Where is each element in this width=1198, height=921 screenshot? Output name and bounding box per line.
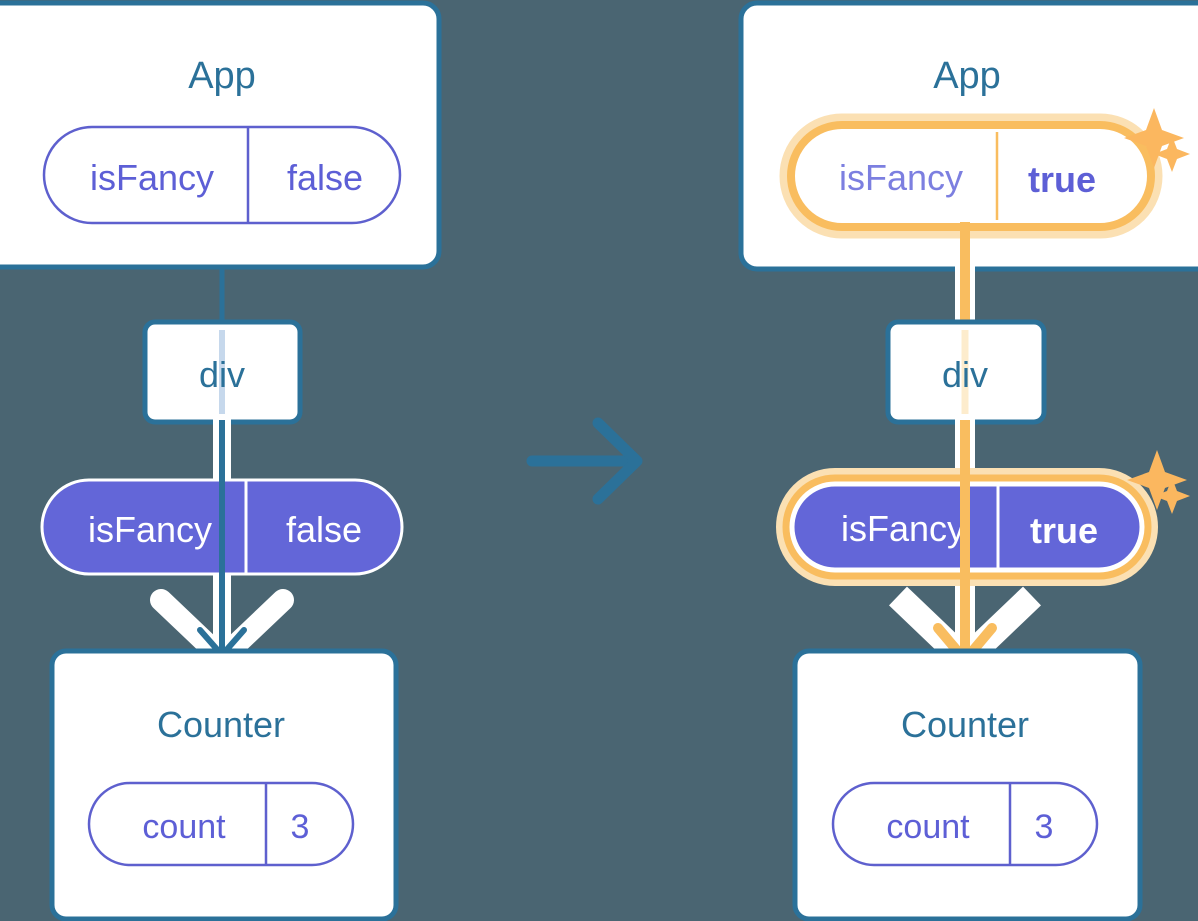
highlight-ring xyxy=(787,121,1155,231)
app-pill-right: isFancy true xyxy=(779,113,1163,239)
sparkle-small-mid xyxy=(1154,478,1190,514)
app-pill-left: isFancy false xyxy=(42,125,402,225)
transition-arrow-head xyxy=(592,417,643,505)
sparkle-large-mid xyxy=(1127,450,1187,510)
panel-after: App isFancy true div xyxy=(738,0,1198,921)
transition-arrow xyxy=(526,417,643,505)
pill-outline xyxy=(831,781,1099,867)
counter-pill-right: count 3 xyxy=(831,781,1099,867)
sparkle-small-top xyxy=(1154,136,1190,172)
sparkle-large-top xyxy=(1124,108,1184,168)
panel-before: App isFancy false div isFancy false xyxy=(0,0,442,921)
counter-pill-left: count 3 xyxy=(87,781,355,867)
pill-outline xyxy=(87,781,355,867)
pill-outline xyxy=(42,125,402,225)
